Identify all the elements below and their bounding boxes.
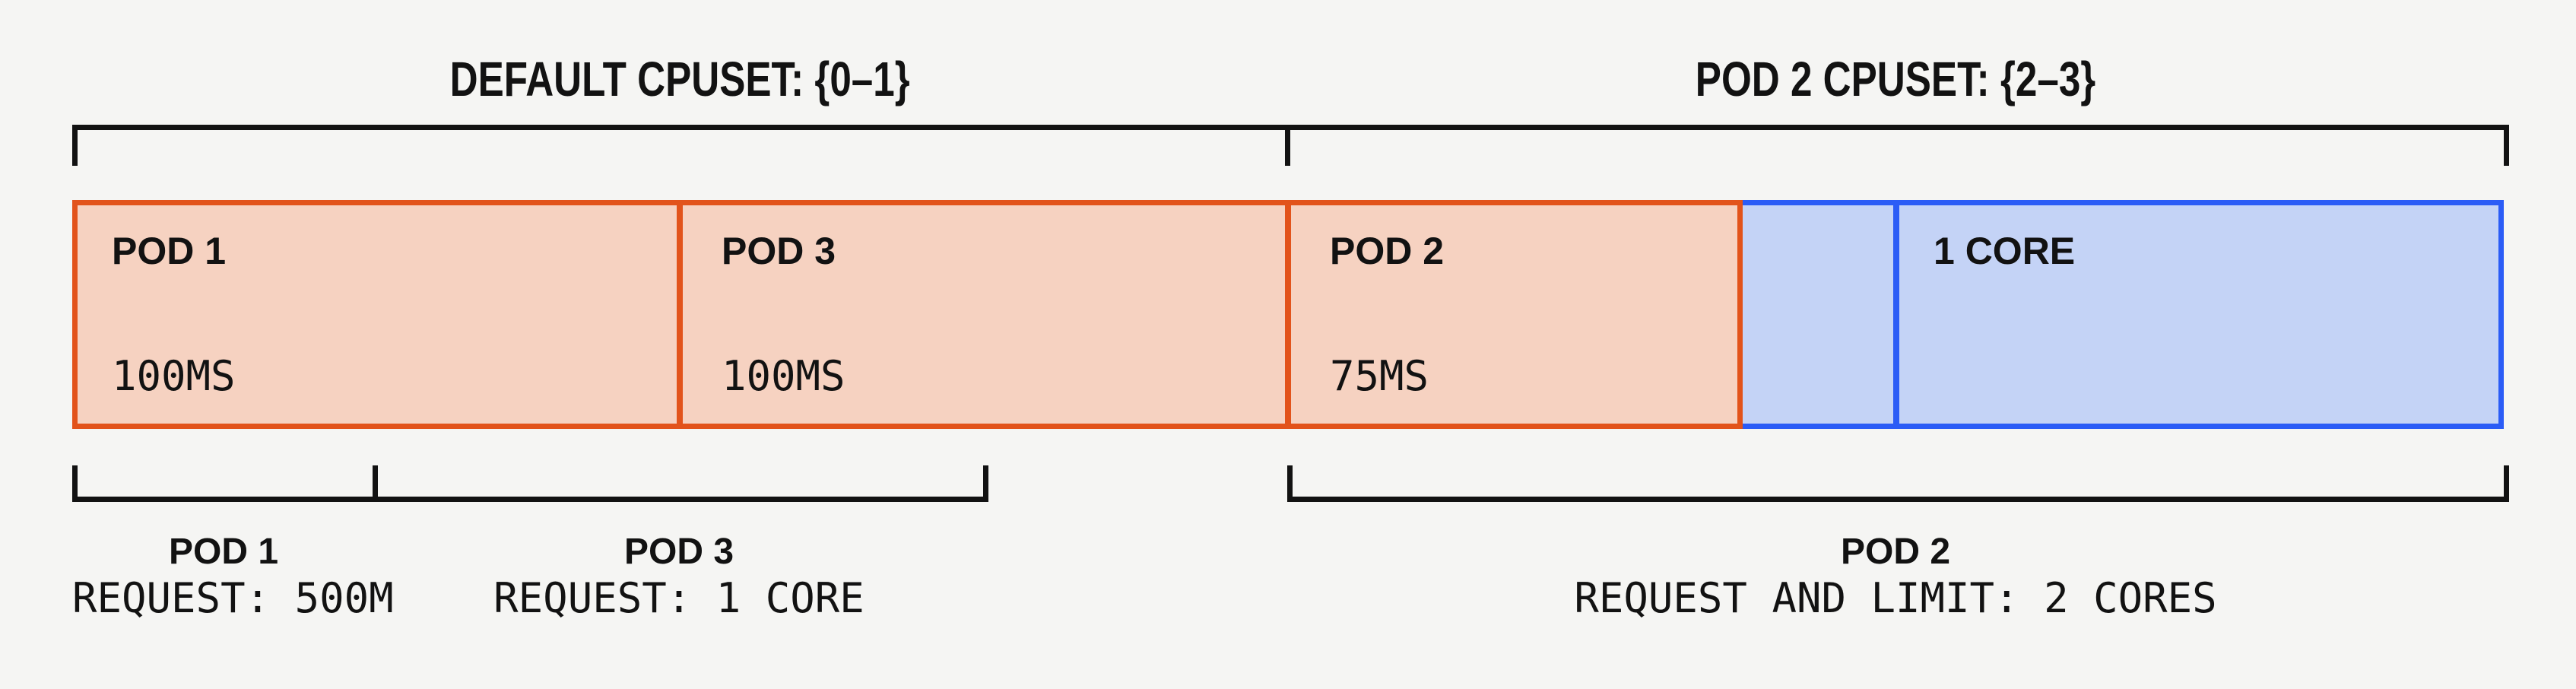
pod3-caption: POD 3 REQUEST: 1 CORE — [375, 531, 983, 622]
pod2-cpuset-label: POD 2 CPUSET: {2–3} — [1287, 50, 2504, 108]
default-cpuset-region — [72, 200, 1743, 429]
pod2-segment-title: POD 2 — [1330, 230, 1445, 272]
pod2-cpuset-label-text: POD 2 CPUSET: {2–3} — [1695, 52, 2096, 106]
divider-pod1-pod3 — [677, 200, 683, 429]
bottom-bracket-pod2-line — [1287, 497, 2509, 502]
pod1-segment-value: 100MS — [112, 352, 236, 400]
bottom-tick-pod2-right — [2504, 465, 2509, 502]
pod1-segment-title: POD 1 — [112, 230, 227, 272]
pod3-caption-detail: REQUEST: 1 CORE — [493, 574, 864, 622]
pod2-caption: POD 2 REQUEST AND LIMIT: 2 CORES — [1287, 531, 2504, 622]
pod1-caption-detail: REQUEST: 500M — [72, 574, 394, 622]
pod3-segment-title: POD 3 — [722, 230, 836, 272]
default-cpuset-label: DEFAULT CPUSET: {0–1} — [72, 50, 1287, 108]
divider-pod3-pod2 — [1285, 200, 1291, 429]
bottom-tick-pod1-pod3 — [373, 465, 378, 502]
default-cpuset-label-text: DEFAULT CPUSET: {0–1} — [449, 52, 910, 106]
pod1-caption-title: POD 1 — [168, 532, 279, 572]
pod3-segment-value: 100MS — [722, 352, 845, 400]
pod2-caption-detail: REQUEST AND LIMIT: 2 CORES — [1574, 574, 2217, 622]
top-bracket-tick-middle — [1285, 125, 1290, 166]
divider-slack-1core — [1893, 200, 1899, 429]
bottom-tick-pod3-right — [983, 465, 988, 502]
bottom-tick-pod2-left — [1287, 465, 1293, 502]
bottom-tick-pod1-left — [72, 465, 78, 502]
cpu-core-bar: POD 1 100MS POD 3 100MS POD 2 75MS 1 COR… — [72, 200, 2504, 429]
pod1-caption: POD 1 REQUEST: 500M — [72, 531, 394, 622]
top-bracket-line — [72, 125, 2509, 130]
pod3-caption-title: POD 3 — [623, 532, 734, 572]
bottom-bracket-default-line — [72, 497, 988, 502]
pod2-segment-value: 75MS — [1330, 352, 1429, 400]
top-bracket-tick-left — [72, 125, 78, 166]
one-core-segment-title: 1 CORE — [1934, 230, 2076, 272]
pod2-cpuset-region — [1743, 200, 2504, 429]
pod2-caption-title: POD 2 — [1840, 532, 1951, 572]
top-bracket-tick-right — [2504, 125, 2509, 166]
